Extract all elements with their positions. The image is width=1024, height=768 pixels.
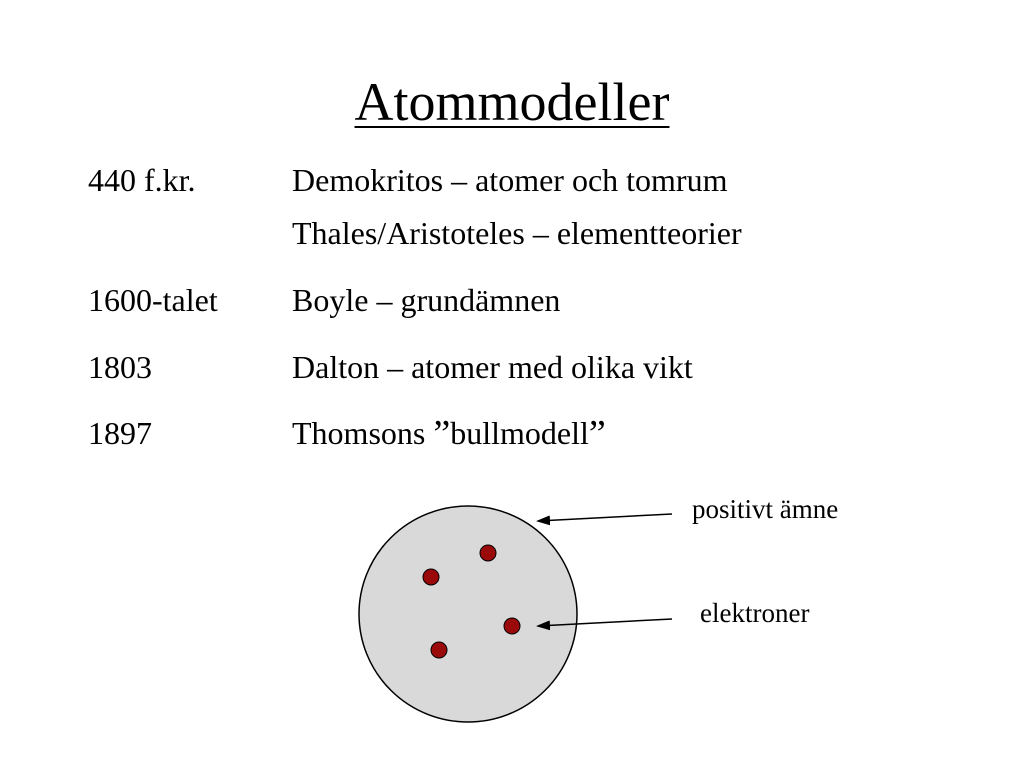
slide-title: Atommodeller — [354, 72, 670, 132]
timeline-description: Demokritos – atomer och tomrum — [292, 162, 728, 198]
open-quote: ” — [433, 413, 451, 455]
electron-dot — [479, 544, 497, 562]
timeline-description-quoted: bullmodell — [450, 415, 589, 451]
timeline-date: 1600-talet — [88, 282, 218, 318]
timeline-description-prefix: Thomsons — [292, 415, 434, 451]
timeline-description: Dalton – atomer med olika vikt — [292, 349, 693, 385]
timeline-date: 1897 — [88, 415, 152, 451]
electron-dot — [422, 568, 440, 586]
electrons-arrow — [536, 618, 673, 631]
timeline-description: Thomsons ”bullmodell” — [292, 413, 606, 454]
electron-dot — [430, 641, 448, 659]
positive-arrow — [536, 513, 673, 526]
close-quote: ” — [588, 413, 606, 455]
timeline-date: 1803 — [88, 349, 152, 385]
timeline-description: Thales/Aristoteles – elementteorier — [292, 215, 742, 251]
timeline-date: 440 f.kr. — [88, 162, 196, 198]
timeline-description: Boyle – grundämnen — [292, 282, 561, 318]
electron-dot — [503, 617, 521, 635]
positive-sphere — [358, 505, 578, 723]
electrons-label: elektroner — [700, 598, 810, 628]
positive-matter-label: positivt ämne — [692, 494, 839, 524]
